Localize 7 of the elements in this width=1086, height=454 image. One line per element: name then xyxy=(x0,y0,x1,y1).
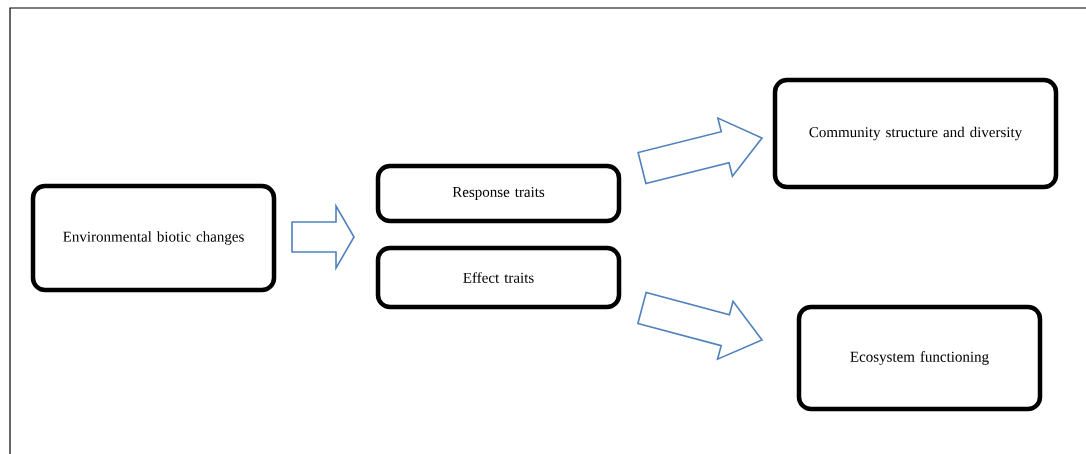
text-box: Ecosystem functioning xyxy=(796,304,1043,412)
block-arrow xyxy=(291,203,355,271)
text-box: Community structure and diversity xyxy=(772,77,1059,190)
text-box: Effect traits xyxy=(375,245,622,310)
block-arrow xyxy=(637,116,764,185)
text-box: Environmental biotic changes xyxy=(30,183,277,293)
text-box: Response traits xyxy=(375,163,622,224)
